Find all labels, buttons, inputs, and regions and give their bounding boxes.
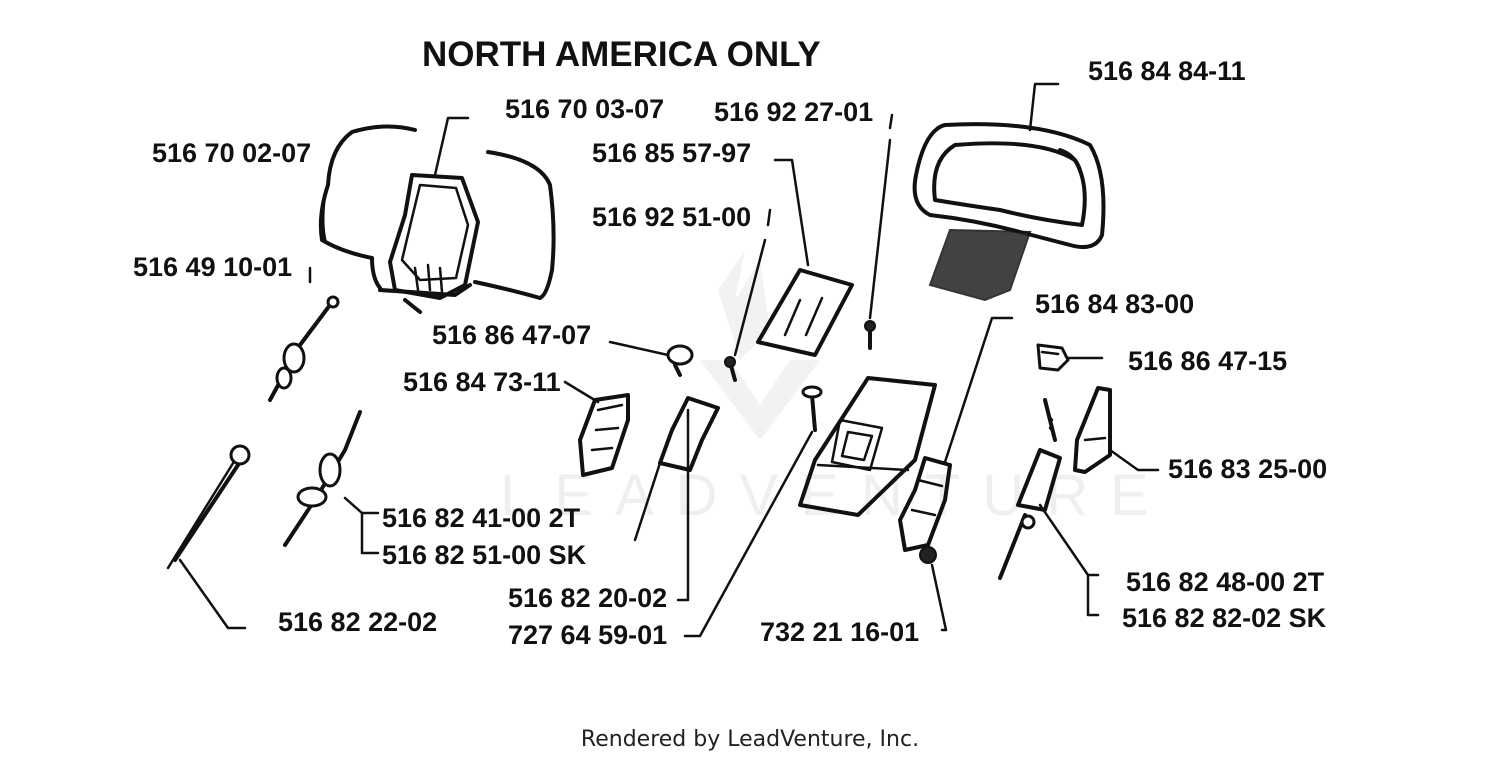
label-727-64-59-01[interactable]: 727 64 59-01 bbox=[508, 620, 667, 650]
label-516-84-84-11[interactable]: 516 84 84-11 bbox=[1088, 56, 1246, 86]
label-516-92-51-00[interactable]: 516 92 51-00 bbox=[592, 202, 751, 232]
outer-handle-bar-drawing bbox=[318, 124, 556, 300]
label-516-70-02-07[interactable]: 516 70 02-07 bbox=[152, 138, 311, 168]
label-516-82-22-02[interactable]: 516 82 22-02 bbox=[278, 607, 437, 637]
label-516-86-47-15[interactable]: 516 86 47-15 bbox=[1128, 346, 1287, 376]
label-516-85-57-97[interactable]: 516 85 57-97 bbox=[592, 138, 751, 168]
bracket-drawing bbox=[633, 396, 720, 542]
cable-assembly-drawing bbox=[283, 410, 362, 547]
leader-lines bbox=[178, 82, 1160, 638]
label-516-70-03-07[interactable]: 516 70 03-07 bbox=[505, 94, 664, 124]
label-516-82-20-02[interactable]: 516 82 20-02 bbox=[508, 583, 667, 613]
label-516-82-82-02-sk[interactable]: 516 82 82-02 SK bbox=[1122, 603, 1327, 633]
housing-left-drawing bbox=[578, 393, 630, 477]
label-516-92-27-01[interactable]: 516 92 27-01 bbox=[714, 97, 873, 127]
right-lever-drawing bbox=[998, 398, 1062, 580]
label-516-83-25-00[interactable]: 516 83 25-00 bbox=[1168, 454, 1327, 484]
label-516-84-73-11[interactable]: 516 84 73-11 bbox=[403, 367, 561, 397]
base-plate-drawing bbox=[798, 376, 937, 517]
handle-grip-drawing bbox=[912, 122, 1106, 302]
cable-516-49-10-01-drawing bbox=[268, 295, 340, 402]
label-516-84-83-00[interactable]: 516 84 83-00 bbox=[1035, 289, 1194, 319]
label-732-21-16-01[interactable]: 732 21 16-01 bbox=[760, 617, 919, 647]
label-516-49-10-01[interactable]: 516 49 10-01 bbox=[133, 252, 292, 282]
label-516-82-41-00-2t[interactable]: 516 82 41-00 2T bbox=[382, 503, 581, 533]
label-516-82-51-00-sk[interactable]: 516 82 51-00 SK bbox=[382, 540, 587, 570]
label-516-82-48-00-2t[interactable]: 516 82 48-00 2T bbox=[1126, 567, 1325, 597]
leadventure-watermark: LEADVENTURE bbox=[500, 250, 1171, 528]
footer-credit: Rendered by LeadVenture, Inc. bbox=[581, 727, 919, 752]
housing-right-drawing bbox=[1073, 386, 1112, 474]
decal-plate-drawing bbox=[756, 268, 854, 357]
cable-rod-drawing bbox=[166, 444, 251, 570]
label-516-86-47-07[interactable]: 516 86 47-07 bbox=[432, 320, 591, 350]
lever-assembly-drawing bbox=[898, 456, 952, 564]
part-labels: 516 70 03-07 516 92 27-01 516 84 84-11 5… bbox=[133, 56, 1327, 650]
upper-handle-drawing bbox=[378, 173, 480, 314]
page-title: NORTH AMERICA ONLY bbox=[422, 35, 821, 74]
watermark-text: LEADVENTURE bbox=[500, 463, 1171, 528]
screw-drawings bbox=[666, 320, 876, 432]
clip-right-drawing bbox=[1036, 343, 1070, 372]
